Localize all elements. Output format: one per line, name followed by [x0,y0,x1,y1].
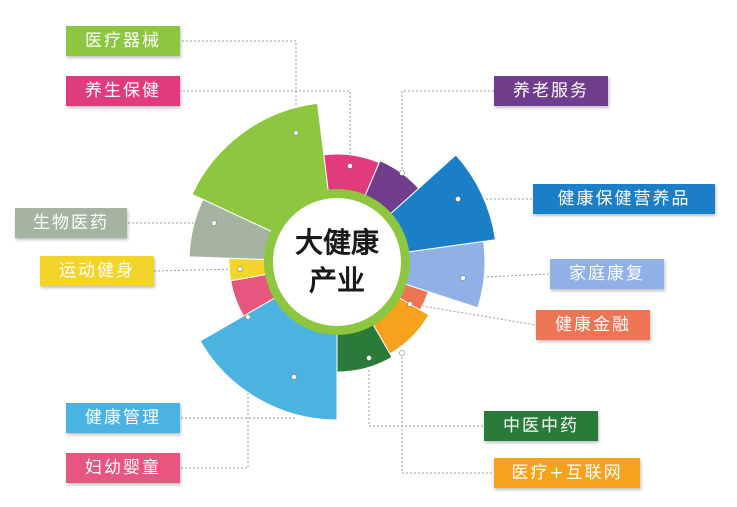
center-disc [273,198,401,326]
sector-marker-baojian-yingyang [454,195,461,202]
sector-marker-yiliao-qixie [292,129,299,136]
label-jiankang-guanli: 健康管理 [66,403,180,433]
sector-marker-hulianwang [398,349,405,356]
sector-marker-jiating-kangfu [459,274,466,281]
connector-yanglao-fuwu [401,90,494,173]
label-yundong-jianshen: 运动健身 [40,256,154,286]
sector-marker-yanglao-fuwu [398,169,405,176]
label-zhongyiyao: 中医中药 [484,411,598,441]
label-jiankang-jinrong: 健康金融 [536,310,650,340]
sector-marker-fuyou-yingtong [244,313,251,320]
sector-marker-zhongyiyao [365,354,372,361]
connector-jiating-kangfu [462,273,551,279]
label-yangsheng-baojian: 养生保健 [66,76,180,106]
center-title-line1: 大健康 [295,226,380,259]
connector-yundong-jianshen [153,268,241,272]
label-shengwu-yiyao: 生物医药 [15,208,127,238]
sector-marker-shengwu-yiyao [210,219,217,226]
connector-zhongyiyao [368,358,484,427]
label-jiating-kangfu: 家庭康复 [550,259,664,289]
label-baojian-yingyang: 健康保健营养品 [533,184,715,214]
connector-hulianwang [401,353,494,474]
connector-yiliao-qixie [180,40,297,133]
sector-marker-yundong-jianshen [236,265,243,272]
connector-fuyou-yingtong [180,317,249,469]
label-fuyou-yingtong: 妇幼婴童 [66,453,180,483]
connector-jiankang-jinrong [409,303,537,326]
label-yiliao-qixie: 医疗器械 [66,26,180,56]
sector-marker-jiankang-jinrong [406,300,413,307]
label-hulianwang: 医疗+互联网 [494,458,640,488]
connector-yangsheng-baojian [180,90,351,166]
label-yanglao-fuwu: 养老服务 [494,76,608,106]
center-title-line2: 产业 [309,264,365,297]
sector-marker-jiankang-guanli [290,373,297,380]
sector-marker-yangsheng-baojian [346,162,353,169]
